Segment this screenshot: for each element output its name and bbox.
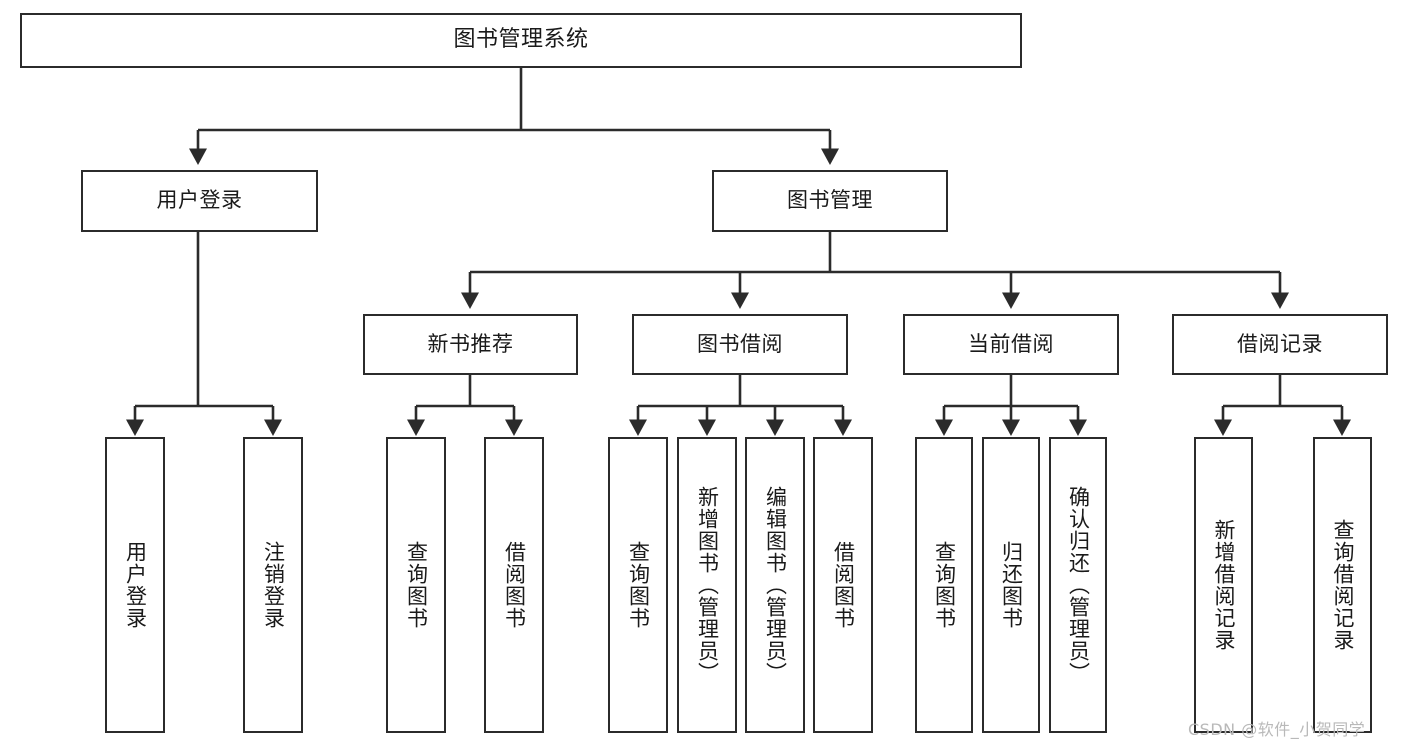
leaf-new-book-borrow-books[interactable]: 借阅图书 [484, 437, 544, 733]
leaf-new-book-query-books[interactable]: 查询图书 [386, 437, 446, 733]
node-label: 借阅图书 [831, 541, 856, 629]
leaf-user-login-logout[interactable]: 注销登录 [243, 437, 303, 733]
leaf-current-borrow-confirm-return-admin[interactable]: 确认归还（管理员） [1049, 437, 1107, 733]
node-label: 查询图书 [404, 541, 429, 629]
csdn-watermark: CSDN @软件_小贺同学 [1188, 720, 1366, 739]
node-label: 新书推荐 [427, 331, 514, 356]
node-borrowing-records[interactable]: 借阅记录 [1172, 314, 1388, 375]
node-label: 用户登录 [156, 188, 243, 213]
node-label: 图书借阅 [697, 331, 783, 356]
leaf-borrow-record-add-record[interactable]: 新增借阅记录 [1194, 437, 1253, 733]
node-label: 新增借阅记录 [1212, 519, 1237, 651]
leaf-book-borrow-add-book-admin[interactable]: 新增图书（管理员） [677, 437, 737, 733]
node-label: 编辑图书（管理员） [763, 486, 788, 684]
node-label: 确认归还（管理员） [1066, 486, 1091, 684]
node-label: 查询图书 [626, 541, 651, 629]
leaf-book-borrow-edit-book-admin[interactable]: 编辑图书（管理员） [745, 437, 805, 733]
leaf-current-borrow-return-books[interactable]: 归还图书 [982, 437, 1040, 733]
leaf-book-borrow-borrow-books[interactable]: 借阅图书 [813, 437, 873, 733]
node-label: 图书管理系统 [453, 27, 589, 53]
node-label: 借阅图书 [502, 541, 527, 629]
node-book-borrowing[interactable]: 图书借阅 [632, 314, 848, 375]
node-label: 当前借阅 [968, 331, 1054, 356]
leaf-current-borrow-query-books[interactable]: 查询图书 [915, 437, 973, 733]
node-label: 注销登录 [261, 541, 286, 629]
node-label: 用户登录 [123, 541, 148, 629]
leaf-book-borrow-query-books[interactable]: 查询图书 [608, 437, 668, 733]
node-new-book-recommendation[interactable]: 新书推荐 [363, 314, 578, 375]
leaf-user-login-login[interactable]: 用户登录 [105, 437, 165, 733]
node-label: 新增图书（管理员） [695, 486, 720, 684]
node-label: 归还图书 [999, 541, 1024, 629]
leaf-borrow-record-query-record[interactable]: 查询借阅记录 [1313, 437, 1372, 733]
node-label: 查询图书 [932, 541, 957, 629]
node-label: 借阅记录 [1237, 331, 1323, 356]
node-label: 查询借阅记录 [1331, 519, 1356, 651]
node-root-book-management-system[interactable]: 图书管理系统 [20, 13, 1022, 68]
node-current-borrowing[interactable]: 当前借阅 [903, 314, 1119, 375]
node-book-management[interactable]: 图书管理 [712, 170, 948, 232]
node-user-login[interactable]: 用户登录 [81, 170, 318, 232]
node-label: 图书管理 [787, 188, 873, 213]
